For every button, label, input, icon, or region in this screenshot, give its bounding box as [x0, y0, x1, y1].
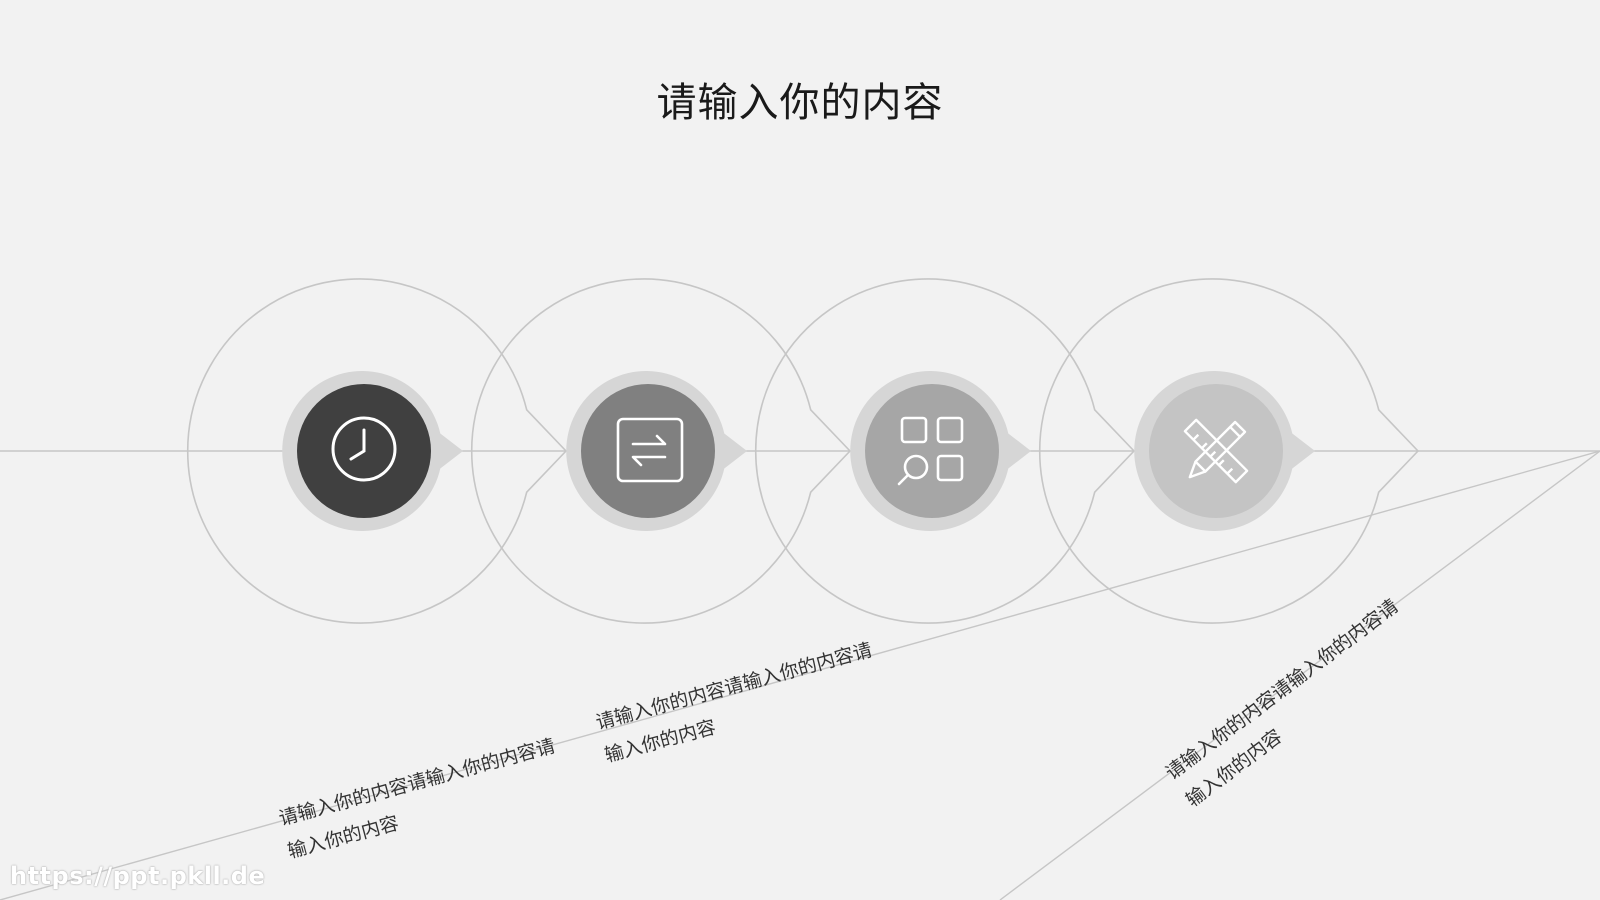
step-4	[1134, 371, 1315, 531]
step-4-disc	[1149, 384, 1283, 518]
step-3	[850, 371, 1031, 531]
guide-line-1	[0, 450, 1600, 900]
step-1	[282, 371, 463, 531]
guide-line-2	[999, 450, 1600, 900]
outer-ring-4	[1038, 278, 1420, 624]
watermark-url: https://ppt.pkll.de	[10, 862, 266, 890]
clock-icon	[331, 416, 397, 482]
step-2-disc	[581, 384, 715, 518]
step-3-disc	[865, 384, 999, 518]
swap-arrows-icon	[616, 417, 684, 483]
outer-ring-1	[186, 278, 568, 624]
page-title: 请输入你的内容	[656, 80, 944, 126]
outer-ring-3	[754, 278, 1136, 624]
pencil-ruler-icon	[1183, 418, 1249, 484]
step-2	[566, 371, 747, 531]
grid-search-icon	[897, 416, 964, 486]
outer-ring-2	[470, 278, 852, 624]
